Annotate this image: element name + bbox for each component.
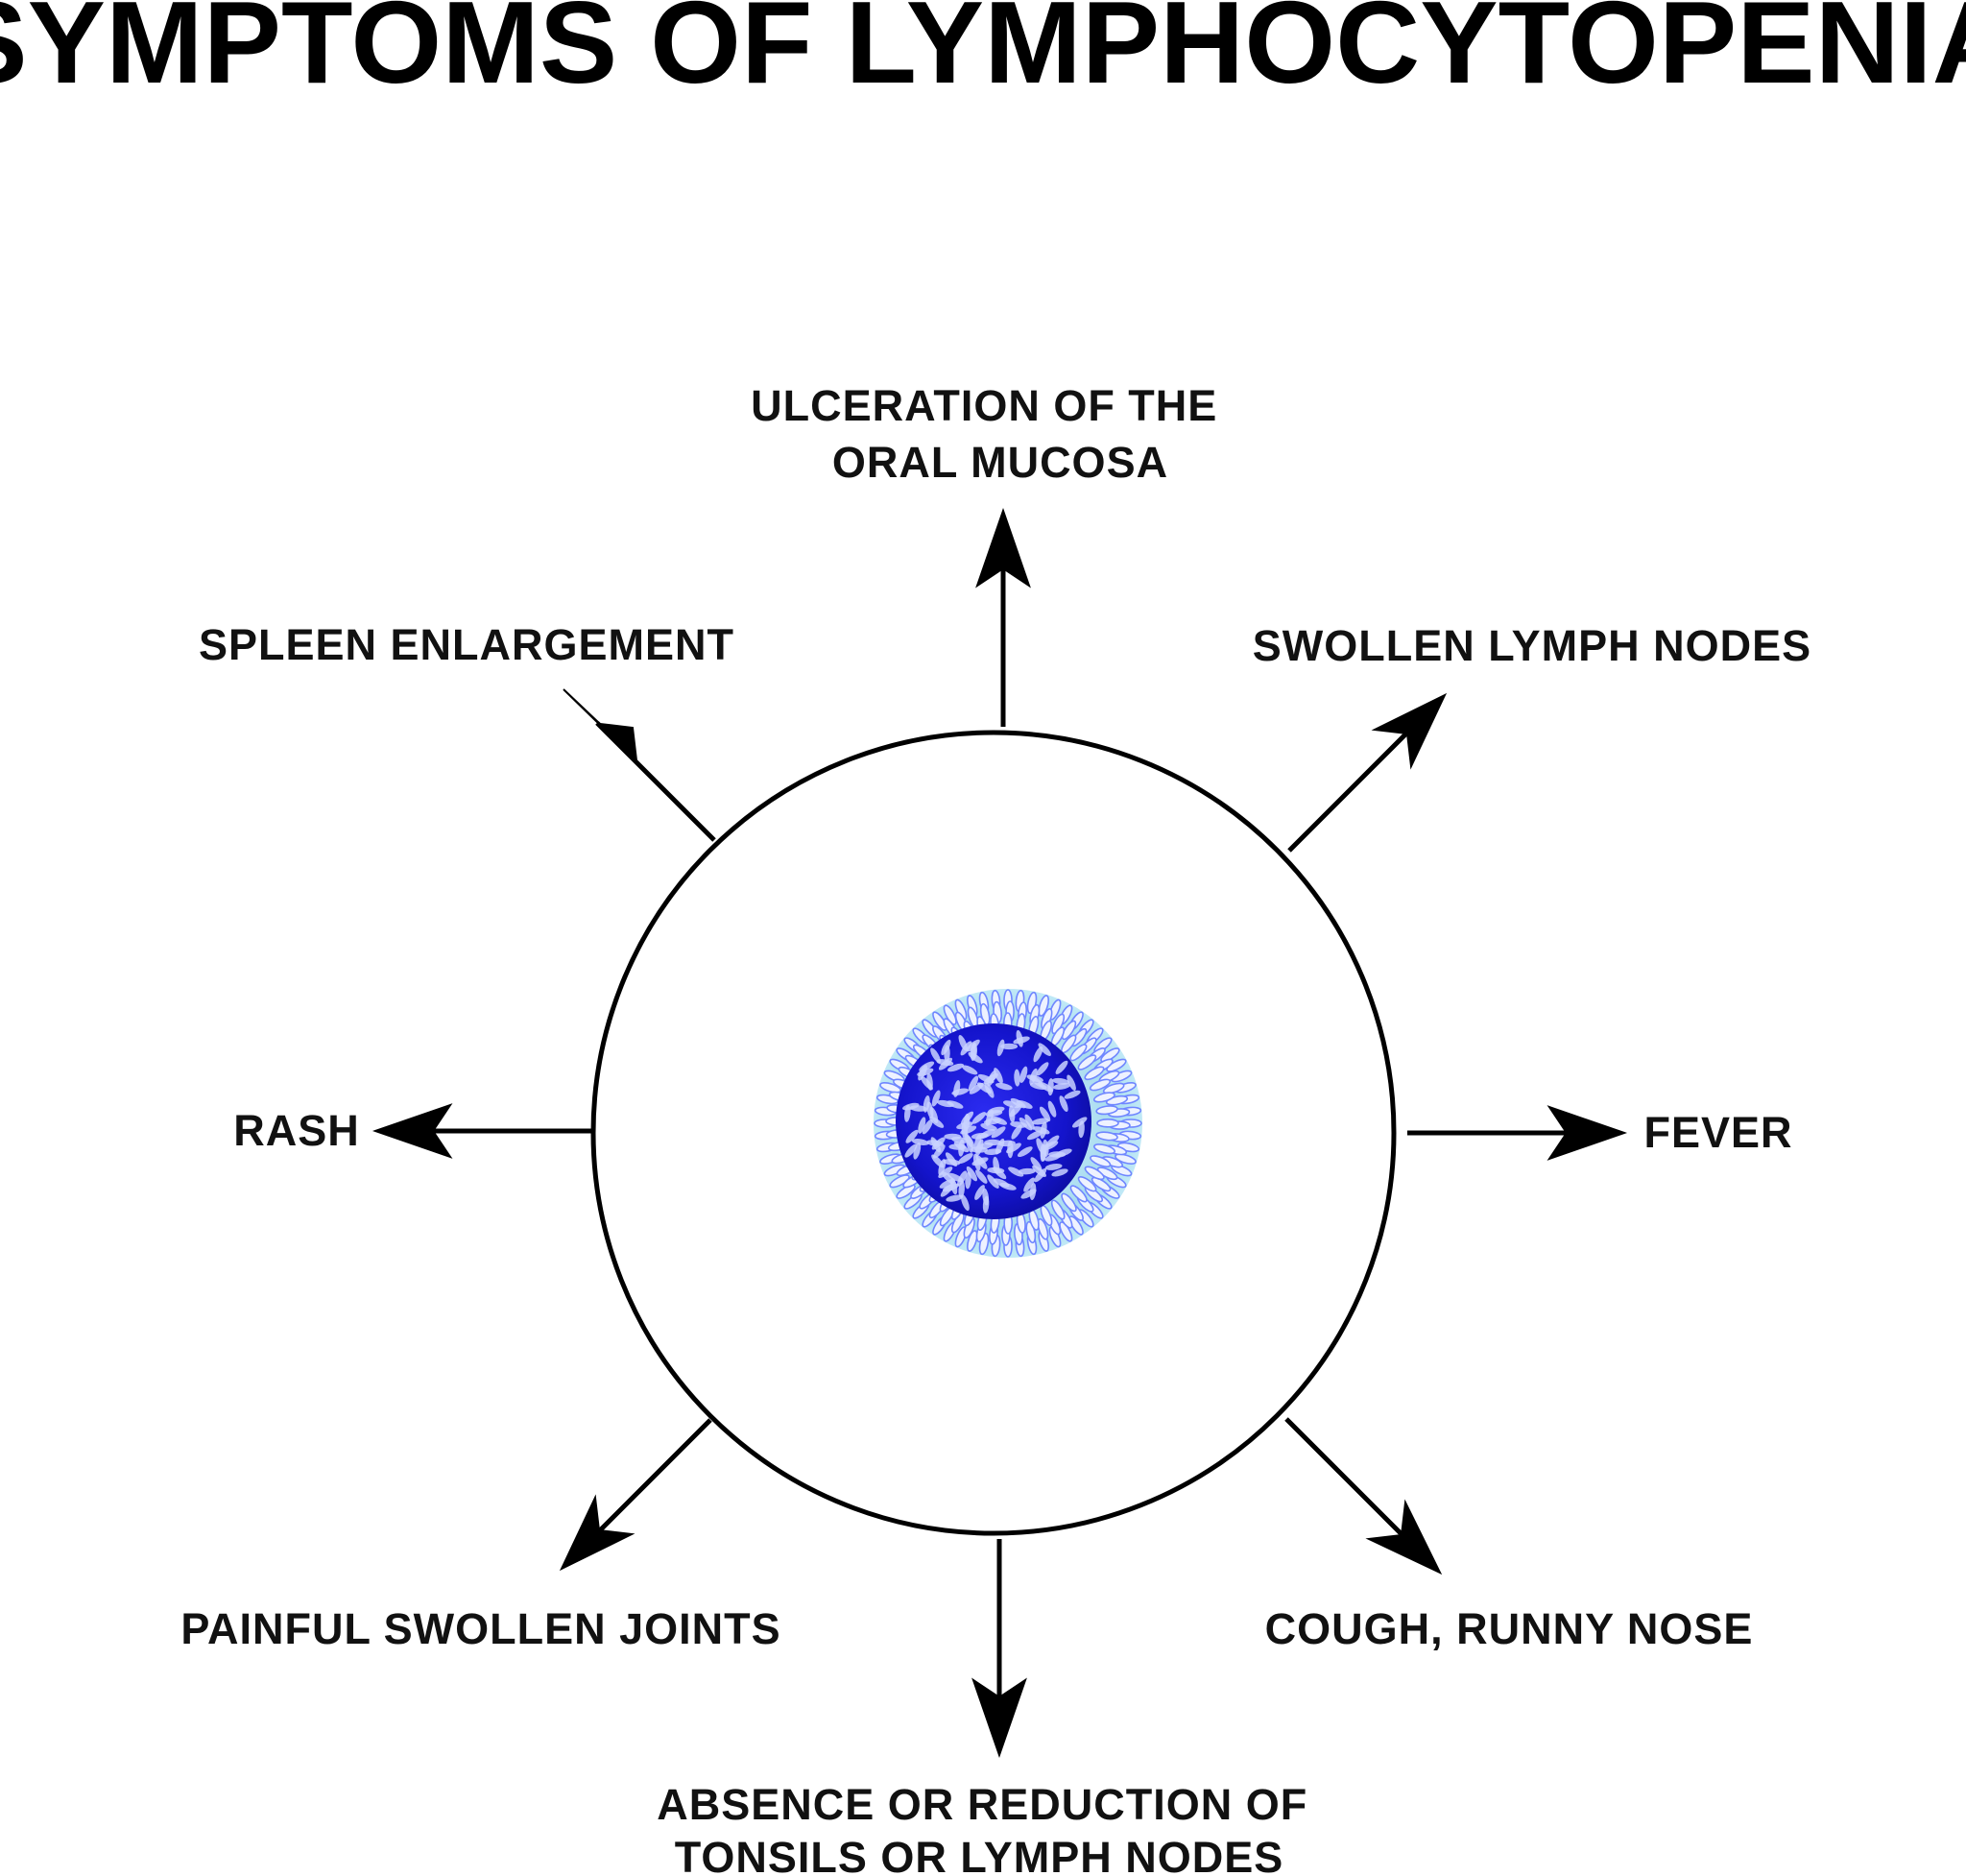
- symptom-left: RASH: [233, 1106, 360, 1155]
- arrow-left: [372, 1103, 592, 1159]
- symptom-bottom-right: COUGH, RUNNY NOSE: [1265, 1604, 1754, 1653]
- symptom-top-left: SPLEEN ENLARGEMENT: [199, 620, 734, 669]
- symptom-top-right: SWOLLEN LYMPH NODES: [1253, 621, 1811, 670]
- arrow-down-left: [559, 1418, 712, 1572]
- lymphocyte-cell-icon: [874, 989, 1142, 1258]
- symptom-right: FEVER: [1643, 1108, 1792, 1157]
- cell-granules: [902, 1029, 1088, 1214]
- arrow-up-right: [1287, 692, 1448, 853]
- symptom-bottom-line2: TONSILS OR LYMPH NODES: [675, 1833, 1284, 1876]
- arrow-down-right: [1284, 1417, 1443, 1575]
- symptom-top-line1: ULCERATION OF THE: [751, 381, 1217, 430]
- page-title: SYMPTOMS OF LYMPHOCYTOPENIA: [0, 0, 1966, 108]
- arrow-down: [971, 1539, 1027, 1759]
- arrow-right: [1407, 1105, 1628, 1161]
- symptom-top-line2: ORAL MUCOSA: [832, 438, 1168, 487]
- arrow-up: [975, 507, 1031, 727]
- symptom-bottom: ABSENCE OR REDUCTION OF TONSILS OR LYMPH…: [657, 1780, 1321, 1876]
- symptom-bottom-line1: ABSENCE OR REDUCTION OF: [657, 1780, 1307, 1829]
- arrow-up-left: [563, 688, 716, 842]
- symptom-bottom-left: PAINFUL SWOLLEN JOINTS: [180, 1604, 780, 1653]
- symptom-top: ULCERATION OF THE ORAL MUCOSA: [751, 381, 1231, 487]
- arrows-group: [372, 507, 1628, 1759]
